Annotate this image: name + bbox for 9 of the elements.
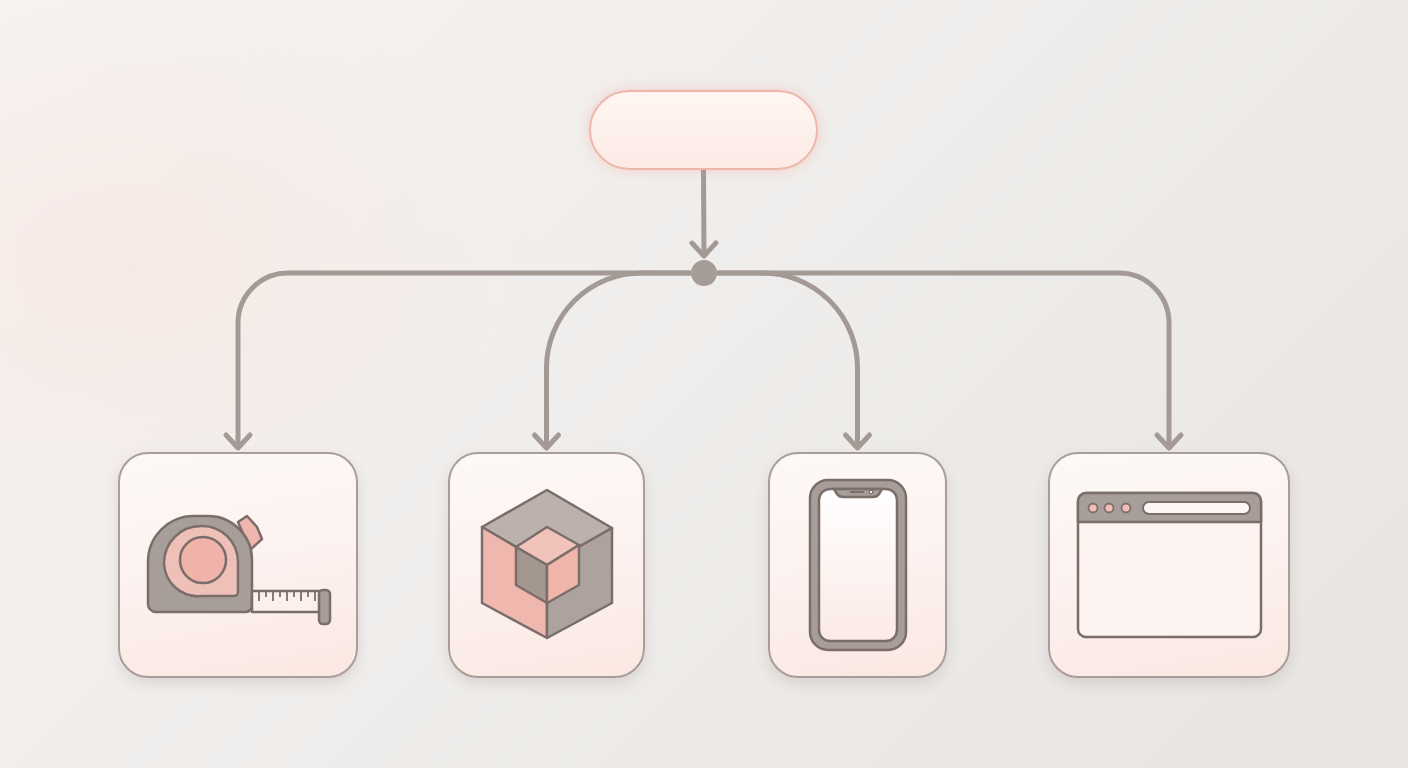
arrow — [532, 270, 691, 451]
icon-tile — [768, 452, 947, 678]
junction-dot — [691, 260, 717, 286]
icon-tile — [1048, 452, 1290, 678]
icon-tile — [448, 452, 645, 678]
icon-tile — [118, 452, 358, 678]
pill-node — [589, 90, 818, 170]
arrow — [689, 170, 719, 259]
arrow — [717, 270, 1184, 451]
